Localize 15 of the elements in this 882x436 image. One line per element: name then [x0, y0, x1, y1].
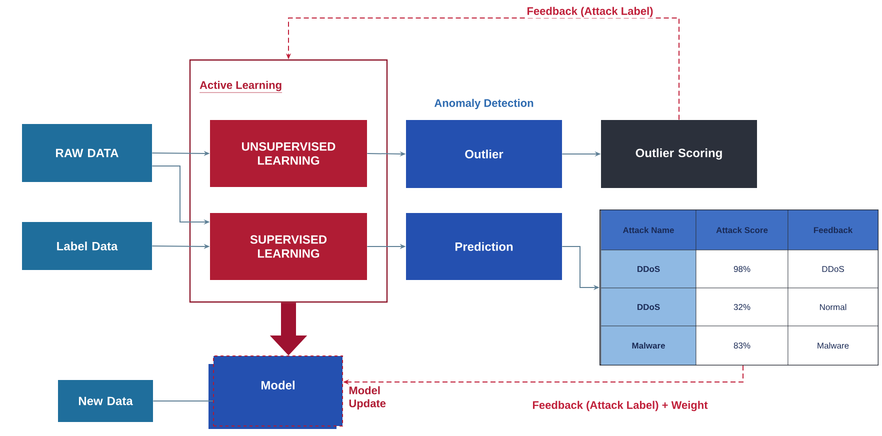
process-box: Prediction: [406, 213, 562, 280]
learning-box: SUPERVISED LEARNING: [210, 213, 367, 280]
group-heading: Active Learning: [199, 80, 282, 93]
data-box: Label Data: [22, 222, 152, 270]
caption-text: Model Update: [349, 386, 386, 410]
process-box: Outlier Scoring: [601, 120, 757, 188]
result-table: Attack Name Attack Score Feedback DDoS 98% DDoS DDoS 32% Normal Malware 83% Malware: [600, 210, 879, 366]
process-box: Outlier: [406, 120, 562, 188]
section-heading: Anomaly Detection: [434, 98, 534, 110]
edge-label: Feedback (Attack Label): [526, 6, 654, 18]
model-box: Model: [208, 356, 343, 429]
data-box: New Data: [58, 380, 153, 422]
learning-box: UNSUPERVISED LEARNING: [210, 120, 367, 187]
edge-label: Feedback (Attack Label) + Weight: [531, 400, 709, 412]
data-box: RAW DATA: [22, 124, 152, 182]
